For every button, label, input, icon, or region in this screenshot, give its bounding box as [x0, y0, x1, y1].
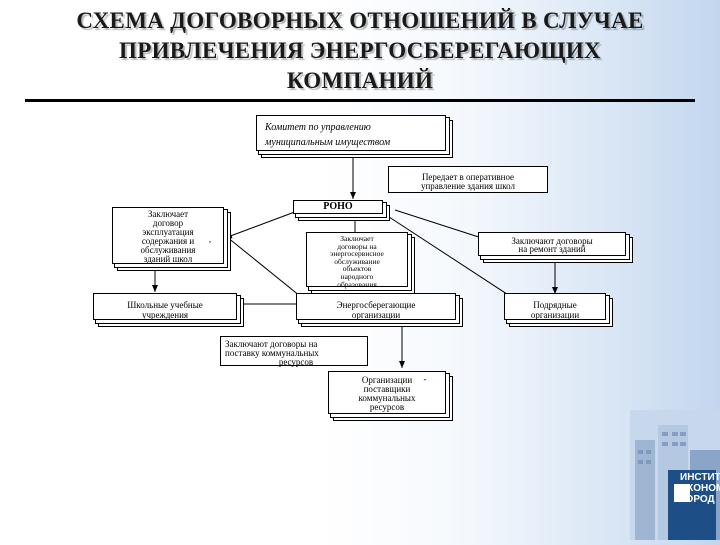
line-left-to-esco-diagonal — [226, 236, 301, 297]
suppliers-mark: - — [423, 374, 427, 384]
schools-line-1: Школьные учебные — [127, 300, 203, 310]
committee-box: Комитет по управлению муниципальным имущ… — [256, 115, 446, 151]
repair-line-2: на ремонт зданий — [518, 244, 586, 254]
center-contract-line-3: энергосервисное — [330, 249, 384, 259]
schools-line-2: учреждения — [141, 310, 189, 320]
suppliers-line-2: поставщики — [363, 384, 411, 394]
repair-contract-box: Заключают договоры на ремонт зданий — [478, 232, 626, 256]
left-contract-line-6: зданий школ — [143, 254, 193, 264]
left-contract-line-2: договор — [152, 218, 184, 228]
title-line-2: ПРИВЛЕЧЕНИЯ ЭНЕРГОСБЕРЕГАЮЩИХ — [119, 38, 601, 63]
rono-box: РОНО — [293, 200, 383, 214]
supply-line-2: поставку коммунальных — [225, 348, 319, 358]
supply-line-1: Заключают договоры на — [225, 339, 318, 349]
left-contract-line-1: Заключает — [147, 209, 189, 219]
left-contract-mark: , — [208, 234, 212, 244]
left-contract-line-3: эксплуатация — [142, 227, 194, 237]
center-contract-line-6: народного — [340, 271, 374, 281]
title-line-3: КОМПАНИЙ — [286, 68, 434, 93]
center-contract-line-5: объектов — [342, 264, 372, 274]
left-contract-box: Заключает договор эксплуатация содержани… — [112, 207, 224, 264]
contractors-line-1: Подрядные — [533, 300, 577, 310]
esco-line-1: Энергосберегающие — [336, 300, 416, 310]
center-contract-line-1: Заключает — [340, 234, 374, 243]
logo-line-1: ИНСТИТУТ — [680, 472, 720, 483]
center-contract-line-4: обслуживание — [334, 256, 380, 266]
repair-line-1: Заключают договоры — [511, 236, 593, 246]
contractors-box: Подрядные организации — [504, 293, 606, 320]
committee-line-1: Комитет по управлению — [265, 122, 371, 133]
committee-line-2: муниципальным имуществом — [265, 137, 391, 148]
left-contract-line-4: содержания и — [141, 236, 195, 246]
esco-box: Энергосберегающие организации — [296, 293, 456, 320]
line-rono-to-left-contract — [224, 209, 301, 239]
contractors-line-2: организации — [530, 310, 580, 320]
rono-label: РОНО — [323, 201, 353, 212]
supply-contract-label: Заключают договоры на поставку коммуналь… — [220, 336, 368, 367]
title-line-1: СХЕМА ДОГОВОРНЫХ ОТНОШЕНИЙ В СЛУЧАЕ — [76, 8, 644, 33]
logo-text: ИНСТИТУТ ЭКОНОМИКИ ГОРОД — [680, 472, 720, 505]
building-image — [630, 410, 720, 540]
esco-line-2: организации — [351, 310, 401, 320]
page-title: СХЕМА ДОГОВОРНЫХ ОТНОШЕНИЙ В СЛУЧАЕ ПРИВ… — [0, 6, 720, 96]
line-rono-to-repair — [394, 209, 489, 241]
transfer-line-2: управление здания школ — [420, 181, 515, 191]
suppliers-line-1: Организации — [361, 375, 413, 385]
left-contract-line-5: обслуживания — [140, 245, 196, 255]
transfer-label: Передает в оперативное управление здания… — [388, 166, 548, 193]
center-contract-line-2: договоры на — [337, 241, 377, 251]
center-contract-line-7: образования — [337, 279, 377, 289]
logo-line-2: ЭКОНОМИКИ — [680, 483, 720, 494]
schools-box: Школьные учебные учреждения — [93, 293, 237, 320]
title-divider — [25, 99, 695, 102]
suppliers-line-4: ресурсов — [369, 402, 405, 412]
transfer-line-1: Передает в оперативное — [421, 172, 515, 182]
suppliers-line-3: коммунальных — [358, 393, 416, 403]
suppliers-box: Организации поставщики коммунальных ресу… — [328, 371, 446, 414]
supply-line-3: ресурсов — [278, 357, 314, 367]
center-contract-box: Заключает договоры на энергосервисное об… — [306, 232, 408, 289]
institute-logo: ИНСТИТУТ ЭКОНОМИКИ ГОРОД — [630, 410, 720, 540]
line-esco-to-contractors-diagonal — [385, 214, 511, 297]
logo-line-3: ГОРОД — [680, 494, 715, 505]
